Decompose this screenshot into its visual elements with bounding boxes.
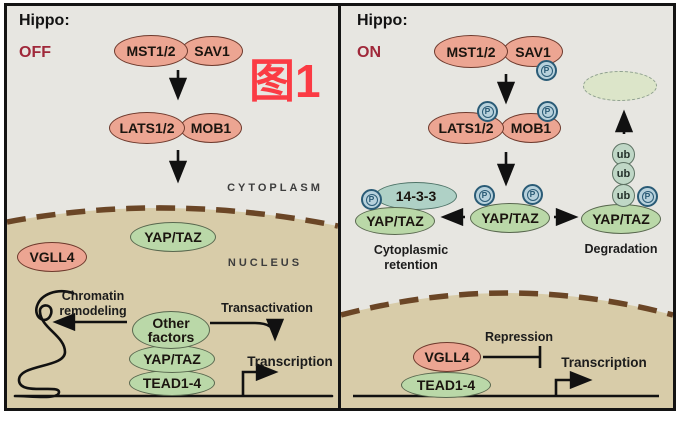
left-panel-drawing-layer <box>7 70 338 408</box>
phospho-letter: P <box>481 105 494 118</box>
degradation-label: Degradation <box>584 242 658 256</box>
mob1-label: MOB1 <box>510 120 552 136</box>
degraded-protein-ghost-oval <box>583 71 657 101</box>
vgll4-label: VGLL4 <box>29 249 75 265</box>
lats12-label: LATS1/2 <box>119 120 175 136</box>
phospho-badge-yaptaz-2: P <box>522 184 543 205</box>
phospho-letter: P <box>478 189 491 202</box>
vgll4-oval: VGLL4 <box>413 342 481 372</box>
yaptaz-ubiquitinated-label: YAP/TAZ <box>592 211 650 227</box>
phospho-badge-14-3-3: P <box>361 189 382 210</box>
tead14-oval: TEAD1-4 <box>401 372 491 398</box>
ubiquitin-circle-1: ub <box>612 143 635 166</box>
yaptaz-ubiquitinated-oval: YAP/TAZ <box>581 204 661 234</box>
panel-divider <box>338 6 341 408</box>
lats12-label: LATS1/2 <box>438 120 494 136</box>
phospho-letter: P <box>365 193 378 206</box>
mob1-label: MOB1 <box>190 120 232 136</box>
repression-label: Repression <box>484 330 554 344</box>
mst12-oval: MST1/2 <box>114 35 188 67</box>
phospho-letter: P <box>540 64 553 77</box>
phospho-letter: P <box>541 105 554 118</box>
nuclear-membrane-dashed <box>7 205 338 229</box>
left-panel-title: Hippo: <box>19 12 70 29</box>
nuclear-membrane-dashed <box>341 290 673 318</box>
phospho-badge-sav1: P <box>536 60 557 81</box>
mob1-oval: MOB1 <box>180 113 242 143</box>
phospho-badge-yaptaz-1: P <box>474 185 495 206</box>
other-factors-label: Other factors <box>147 315 195 345</box>
vgll4-label: VGLL4 <box>424 349 470 365</box>
tead14-label: TEAD1-4 <box>142 375 202 391</box>
transcription-label-left: Transcription <box>247 354 333 369</box>
yaptaz-label: YAP/TAZ <box>144 229 202 245</box>
nucleus-label: NUCLEUS <box>227 257 303 269</box>
right-panel-title: Hippo: <box>357 12 408 29</box>
sav1-oval: SAV1 <box>181 36 243 66</box>
mst12-oval: MST1/2 <box>434 35 508 68</box>
ubiquitin-circle-3: ub <box>612 184 635 207</box>
tead14-label: TEAD1-4 <box>416 377 476 393</box>
left-panel-state-off: OFF <box>19 44 51 61</box>
ub-label: ub <box>616 189 631 202</box>
lats12-oval: LATS1/2 <box>109 112 185 144</box>
yaptaz-complex-label: YAP/TAZ <box>143 351 201 367</box>
transcription-start-arrow <box>554 370 593 396</box>
chromatin-squiggle-and-dna-line <box>13 289 334 399</box>
yaptaz-retained-oval: YAP/TAZ <box>355 207 435 235</box>
fourteen-three-three-label: 14-3-3 <box>395 188 437 204</box>
panel-hippo-on: Hippo: ON MST1/2 SAV1 P LATS1/2 MOB1 P P… <box>341 6 673 408</box>
nucleus-region <box>341 293 673 408</box>
sav1-label: SAV1 <box>515 43 551 60</box>
ubiquitin-circle-2: ub <box>612 162 635 185</box>
tead14-oval: TEAD1-4 <box>129 370 215 396</box>
phospho-letter: P <box>641 190 654 203</box>
transcription-label-right: Transcription <box>561 355 647 370</box>
yaptaz-retained-label: YAP/TAZ <box>366 213 424 229</box>
pathway-figure: Hippo: OFF MST1/2 SAV1 LATS1/2 MOB1 CYTO… <box>4 3 676 411</box>
transcription-start-arrow <box>241 362 279 396</box>
other-factors-oval: Other factors <box>132 311 210 349</box>
yaptaz-complex-oval: YAP/TAZ <box>129 345 215 373</box>
phospho-badge-lats: P <box>477 101 498 122</box>
yaptaz-phospho-label: YAP/TAZ <box>481 210 539 226</box>
fourteen-three-three-oval: 14-3-3 <box>375 182 457 210</box>
ub-label: ub <box>616 148 631 161</box>
yaptaz-nuclear-oval: YAP/TAZ <box>130 222 216 252</box>
yaptaz-phospho-oval: YAP/TAZ <box>470 203 550 233</box>
cytoplasm-label: CYTOPLASM <box>227 182 323 194</box>
panel-hippo-off: Hippo: OFF MST1/2 SAV1 LATS1/2 MOB1 CYTO… <box>7 6 338 408</box>
arrow-transactivation <box>210 318 285 342</box>
chromatin-remodeling-label: Chromatin remodeling <box>59 289 127 318</box>
figure-number-watermark: 图1 <box>249 55 321 107</box>
mst12-label: MST1/2 <box>126 43 176 59</box>
sav1-label: SAV1 <box>194 43 230 59</box>
phospho-letter: P <box>526 188 539 201</box>
mst12-label: MST1/2 <box>446 43 496 60</box>
phospho-badge-ubiquitinated: P <box>637 186 658 207</box>
cytoplasmic-retention-label: Cytoplasmic retention <box>373 243 449 272</box>
transactivation-label: Transactivation <box>221 301 313 315</box>
right-panel-state-on: ON <box>357 44 381 61</box>
nucleus-region <box>7 207 338 408</box>
phospho-badge-mob: P <box>537 101 558 122</box>
vgll4-oval: VGLL4 <box>17 242 87 272</box>
ub-label: ub <box>616 167 631 180</box>
